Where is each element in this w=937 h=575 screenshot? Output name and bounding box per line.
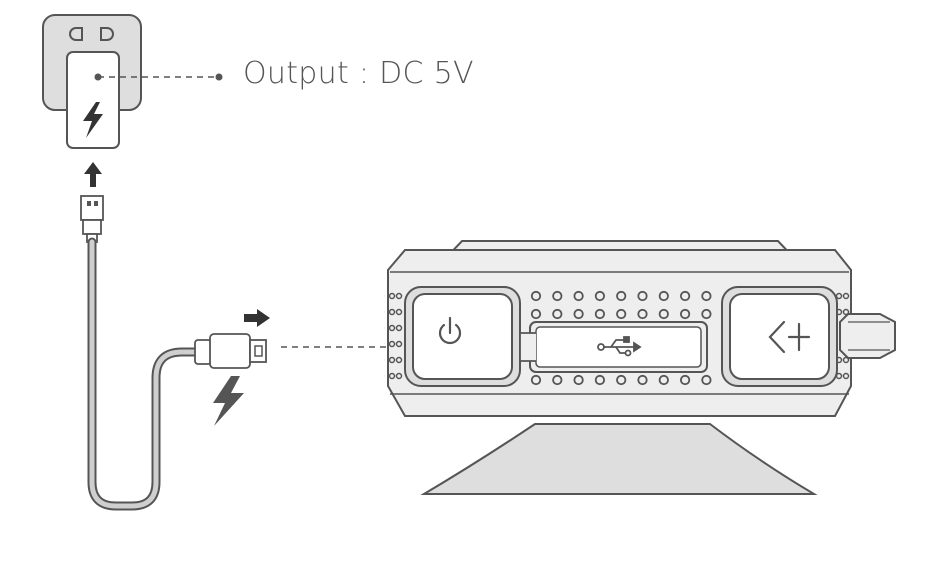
grille-hole [658, 290, 669, 302]
previous-volume-button [721, 286, 838, 387]
grille-hole [701, 308, 712, 320]
strap-buckle [839, 313, 896, 359]
grille-hole [594, 308, 606, 320]
lightning-bolt-icon [213, 376, 244, 426]
output-label: Output : DC 5V [243, 56, 474, 91]
arrow-up-icon [84, 162, 102, 187]
grille-hole [552, 290, 563, 302]
grille-hole [616, 308, 627, 320]
speaker [387, 240, 896, 417]
previous-volume-button-icon [768, 320, 811, 354]
usb-cable [87, 237, 202, 511]
arrow-right-icon [244, 309, 270, 327]
grille-hole [552, 308, 563, 320]
grille-hole [573, 308, 584, 320]
grille-hole [530, 308, 542, 320]
grille-hole [530, 374, 542, 386]
grille-hole [701, 290, 712, 302]
charger-body [66, 51, 120, 149]
prong-slot-right [100, 27, 114, 41]
front-grille-top [530, 290, 712, 320]
output-leader-line [94, 73, 223, 81]
grille-hole [573, 374, 584, 386]
grille-hole [701, 374, 712, 386]
front-grille-bottom [530, 374, 712, 386]
grille-hole [594, 374, 606, 386]
usb-a-plug [80, 195, 104, 243]
grille-hole [530, 290, 542, 302]
grille-hole [573, 290, 584, 302]
side-grille-left [388, 292, 403, 380]
grille-hole [679, 374, 691, 386]
power-button-icon [438, 316, 462, 345]
grille-hole [594, 290, 606, 302]
grille-hole [637, 374, 648, 386]
prong-slot-left [69, 27, 83, 41]
grille-hole [616, 290, 627, 302]
grille-hole [679, 290, 691, 302]
grille-hole [679, 308, 691, 320]
grille-hole [658, 374, 669, 386]
lightning-bolt-icon [83, 102, 103, 138]
suction-cup-base [420, 423, 818, 495]
grille-hole [658, 308, 669, 320]
power-button [404, 286, 521, 387]
usb-symbol-icon [597, 336, 642, 357]
wall-adapter [42, 14, 142, 149]
micro-usb-plug [194, 333, 267, 369]
grille-hole [637, 290, 648, 302]
grille-hole [552, 374, 563, 386]
grille-hole [637, 308, 648, 320]
grille-hole [616, 374, 627, 386]
